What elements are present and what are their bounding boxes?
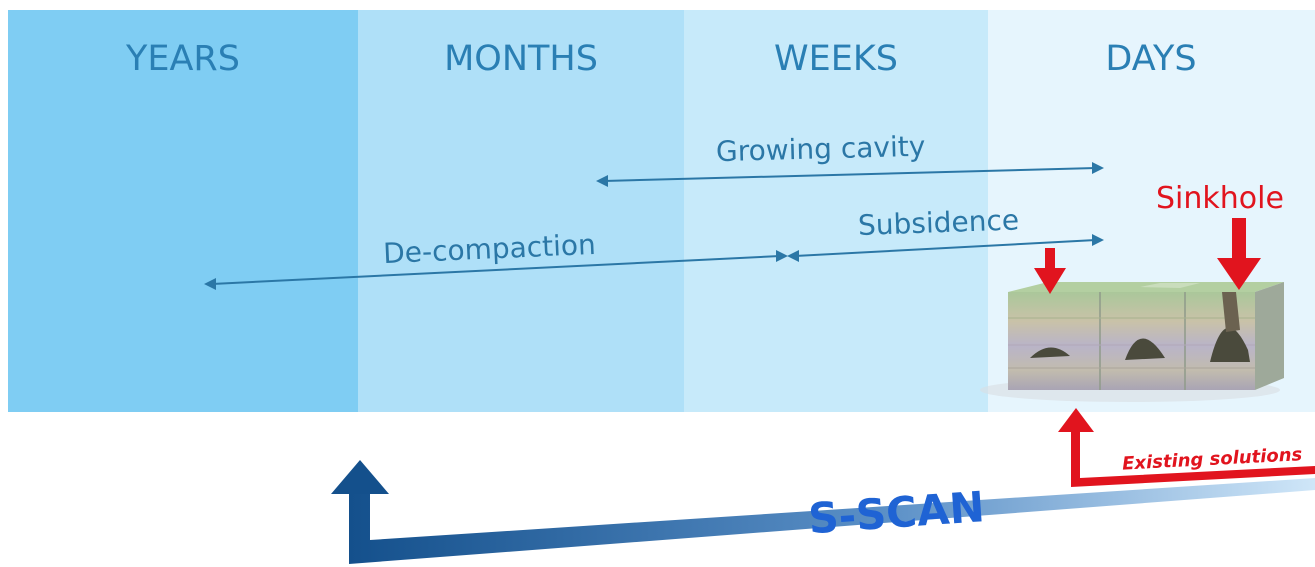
cavity-medium [1125,338,1165,360]
block-front [1008,292,1255,390]
arrowhead-right-icon [1092,162,1104,174]
cavity-small [1030,347,1070,358]
column-months-label: MONTHS [444,39,598,79]
column-days-label: DAYS [1105,39,1196,79]
subsidence-label: Subsidence [857,203,1019,242]
existing-solutions-arrow: Existing solutions [1058,408,1315,487]
sinkhole-collapse [1222,292,1240,332]
red-arrow-large-shaft [1232,218,1246,260]
decompaction-arrow: De-compaction [204,228,788,290]
existing-solutions-arrowhead-icon [1058,408,1094,432]
arrowhead-left-icon [204,278,216,290]
arrowhead-right-icon [1092,234,1104,246]
red-arrow-small-head-icon [1034,268,1066,294]
block-side [1255,282,1284,390]
column-weeks-label: WEEKS [774,39,898,79]
sinkhole-label: Sinkhole [1156,181,1284,216]
red-arrow-large-head-icon [1217,258,1261,290]
sscan-label: S-SCAN [807,482,986,543]
column-months-band [358,10,684,412]
sscan-arrowhead-icon [331,460,389,494]
arrowhead-left-icon [596,175,608,187]
soil-block-illustration [980,282,1284,402]
column-years-label: YEARS [125,39,240,79]
red-arrow-small-shaft [1045,248,1055,270]
sscan-band [349,478,1315,564]
sscan-arrow: S-SCAN [331,460,1315,564]
existing-solutions-line [1071,430,1315,487]
growing-cavity-line [603,167,1097,182]
arrowhead-left-icon [787,250,799,262]
subsidence-arrow: Subsidence [787,203,1104,262]
growing-cavity-label: Growing cavity [716,130,926,168]
subsidence-line [794,239,1097,257]
red-arrows [1034,218,1261,294]
column-years-band [8,10,358,412]
block-top-patch [1140,283,1200,288]
column-weeks-band [684,10,988,412]
cavity-large [1210,327,1250,362]
growing-cavity-arrow: Growing cavity [596,130,1104,187]
arrowhead-right-icon [776,250,788,262]
decompaction-line [211,255,781,285]
